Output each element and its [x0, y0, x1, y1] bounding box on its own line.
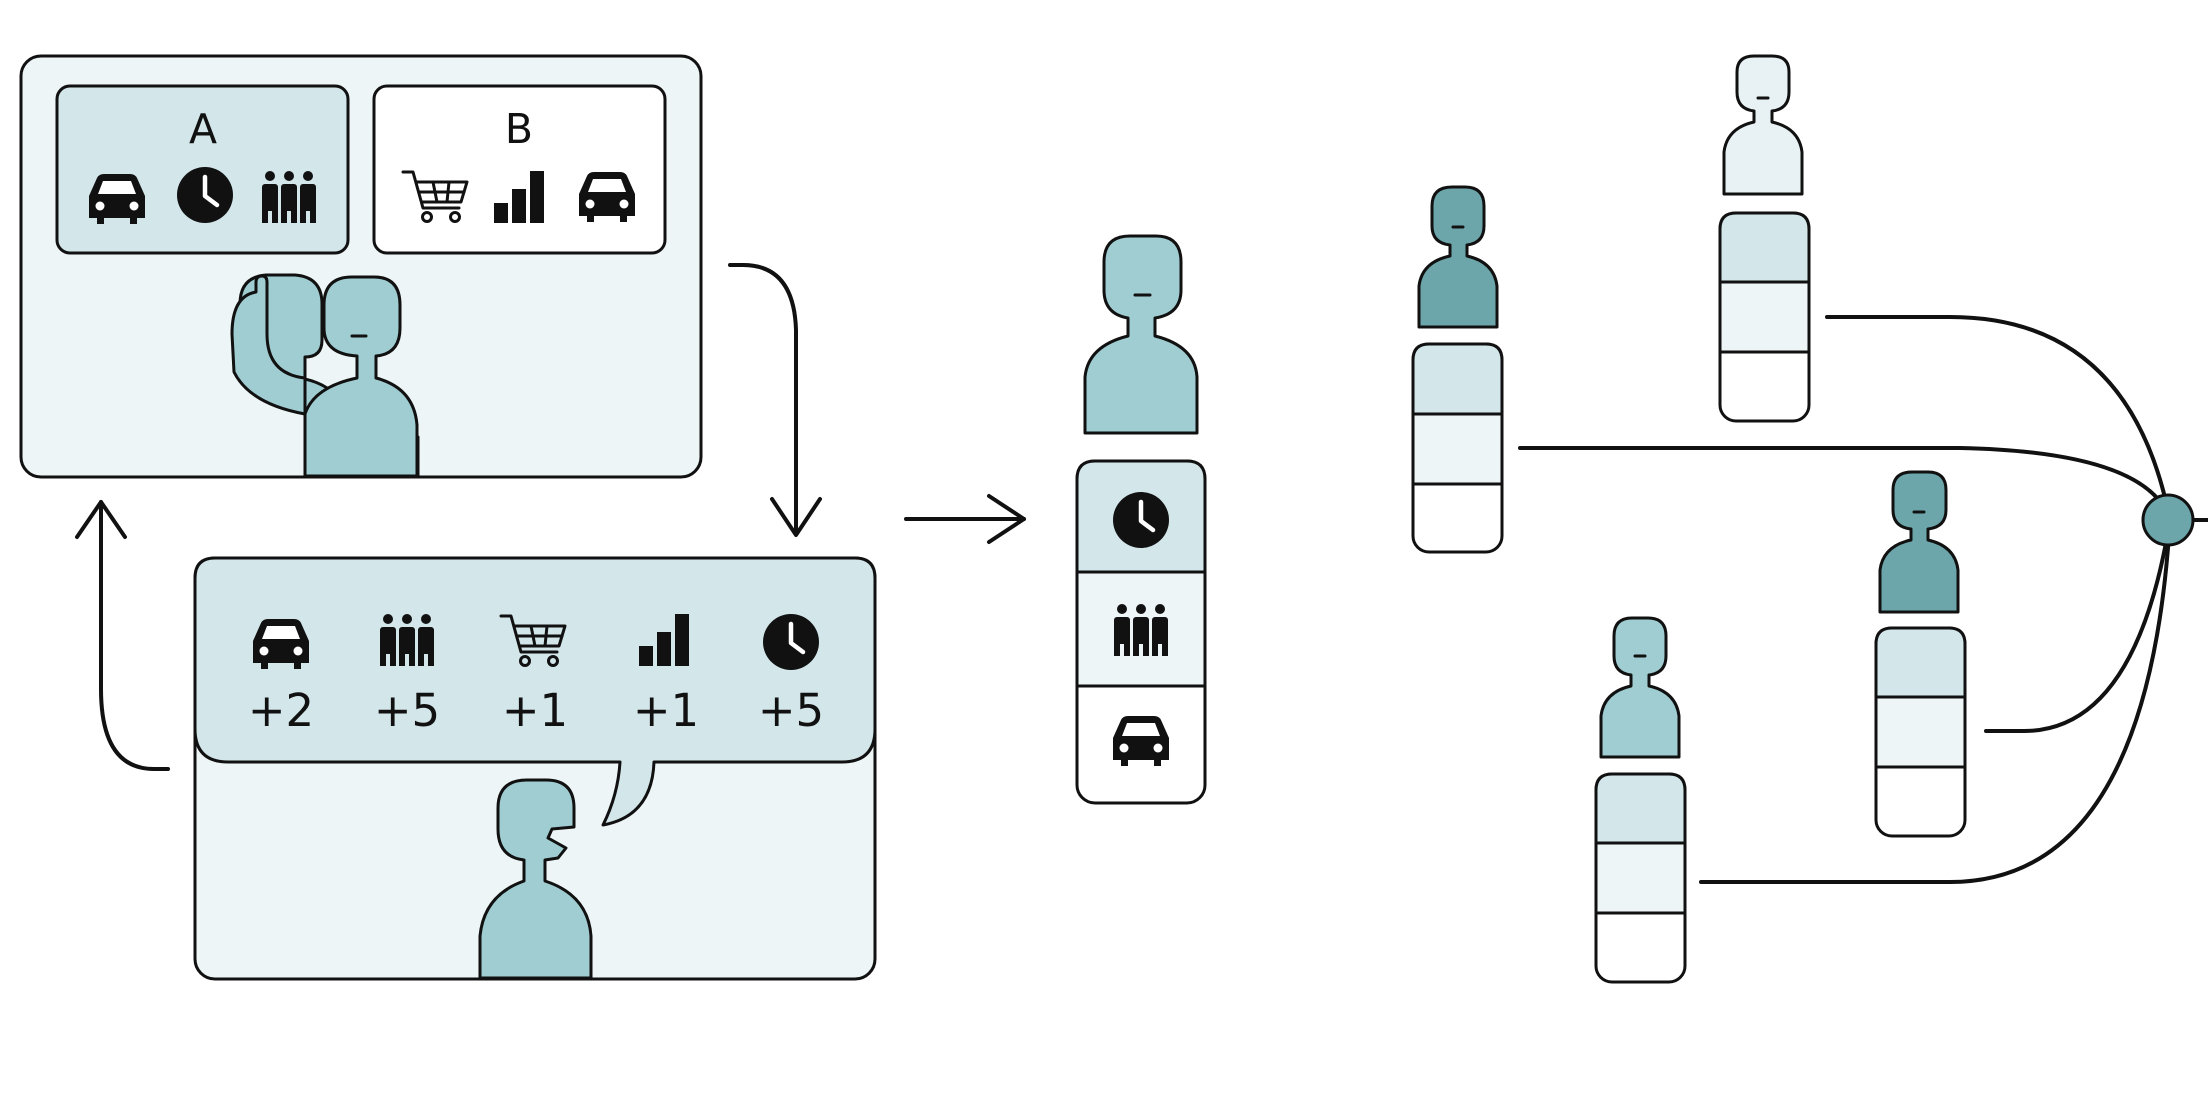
feedback-value-clock: +5 — [758, 684, 824, 737]
preference-profile — [1075, 234, 1207, 805]
aggregation-hub — [2141, 493, 2195, 547]
avatar — [230, 274, 419, 478]
feedback-value-bars: +1 — [633, 684, 699, 737]
connection-lines — [1518, 315, 2208, 884]
option-a-label: A — [189, 105, 217, 153]
feedback-value-people: +5 — [374, 684, 440, 737]
speaking-person — [478, 778, 593, 980]
feedback-item-clock: +5 — [758, 614, 824, 737]
feedback-item-car: +2 — [248, 619, 314, 737]
arrow-right-head — [987, 494, 1026, 544]
car-icon — [253, 619, 309, 669]
person-icon — [1083, 234, 1199, 435]
car-icon — [579, 172, 635, 222]
car-icon — [89, 174, 145, 224]
cycle-arrows — [75, 263, 1026, 771]
arrow-down-head — [770, 497, 822, 537]
feedback-value-car: +2 — [248, 684, 314, 737]
option-b-label: B — [505, 105, 533, 153]
feedback-panel: +2 +5 +1 +1 +5 — [193, 556, 877, 981]
arrow-up-head — [75, 500, 127, 539]
feedback-value-cart: +1 — [502, 684, 568, 737]
arrow-up — [99, 500, 170, 771]
aggregated-person-4 — [1594, 616, 1687, 984]
option-b-card[interactable]: B — [372, 84, 667, 255]
aggregated-person-1 — [1411, 185, 1504, 554]
car-icon — [1113, 716, 1169, 766]
choice-panel: A B — [19, 54, 703, 479]
feedback-item-bars: +1 — [633, 614, 699, 737]
speech-bubble — [193, 556, 877, 827]
aggregation-network — [1411, 54, 2208, 984]
clock-icon — [763, 614, 819, 670]
feedback-item-cart: +1 — [499, 614, 568, 737]
aggregated-person-3 — [1874, 470, 1967, 838]
option-a-card[interactable]: A — [55, 84, 350, 255]
aggregated-person-2 — [1718, 54, 1811, 423]
clock-icon — [1113, 492, 1169, 548]
arrow-down — [728, 263, 798, 534]
clock-icon — [177, 167, 233, 223]
feedback-item-people: +5 — [374, 614, 440, 737]
